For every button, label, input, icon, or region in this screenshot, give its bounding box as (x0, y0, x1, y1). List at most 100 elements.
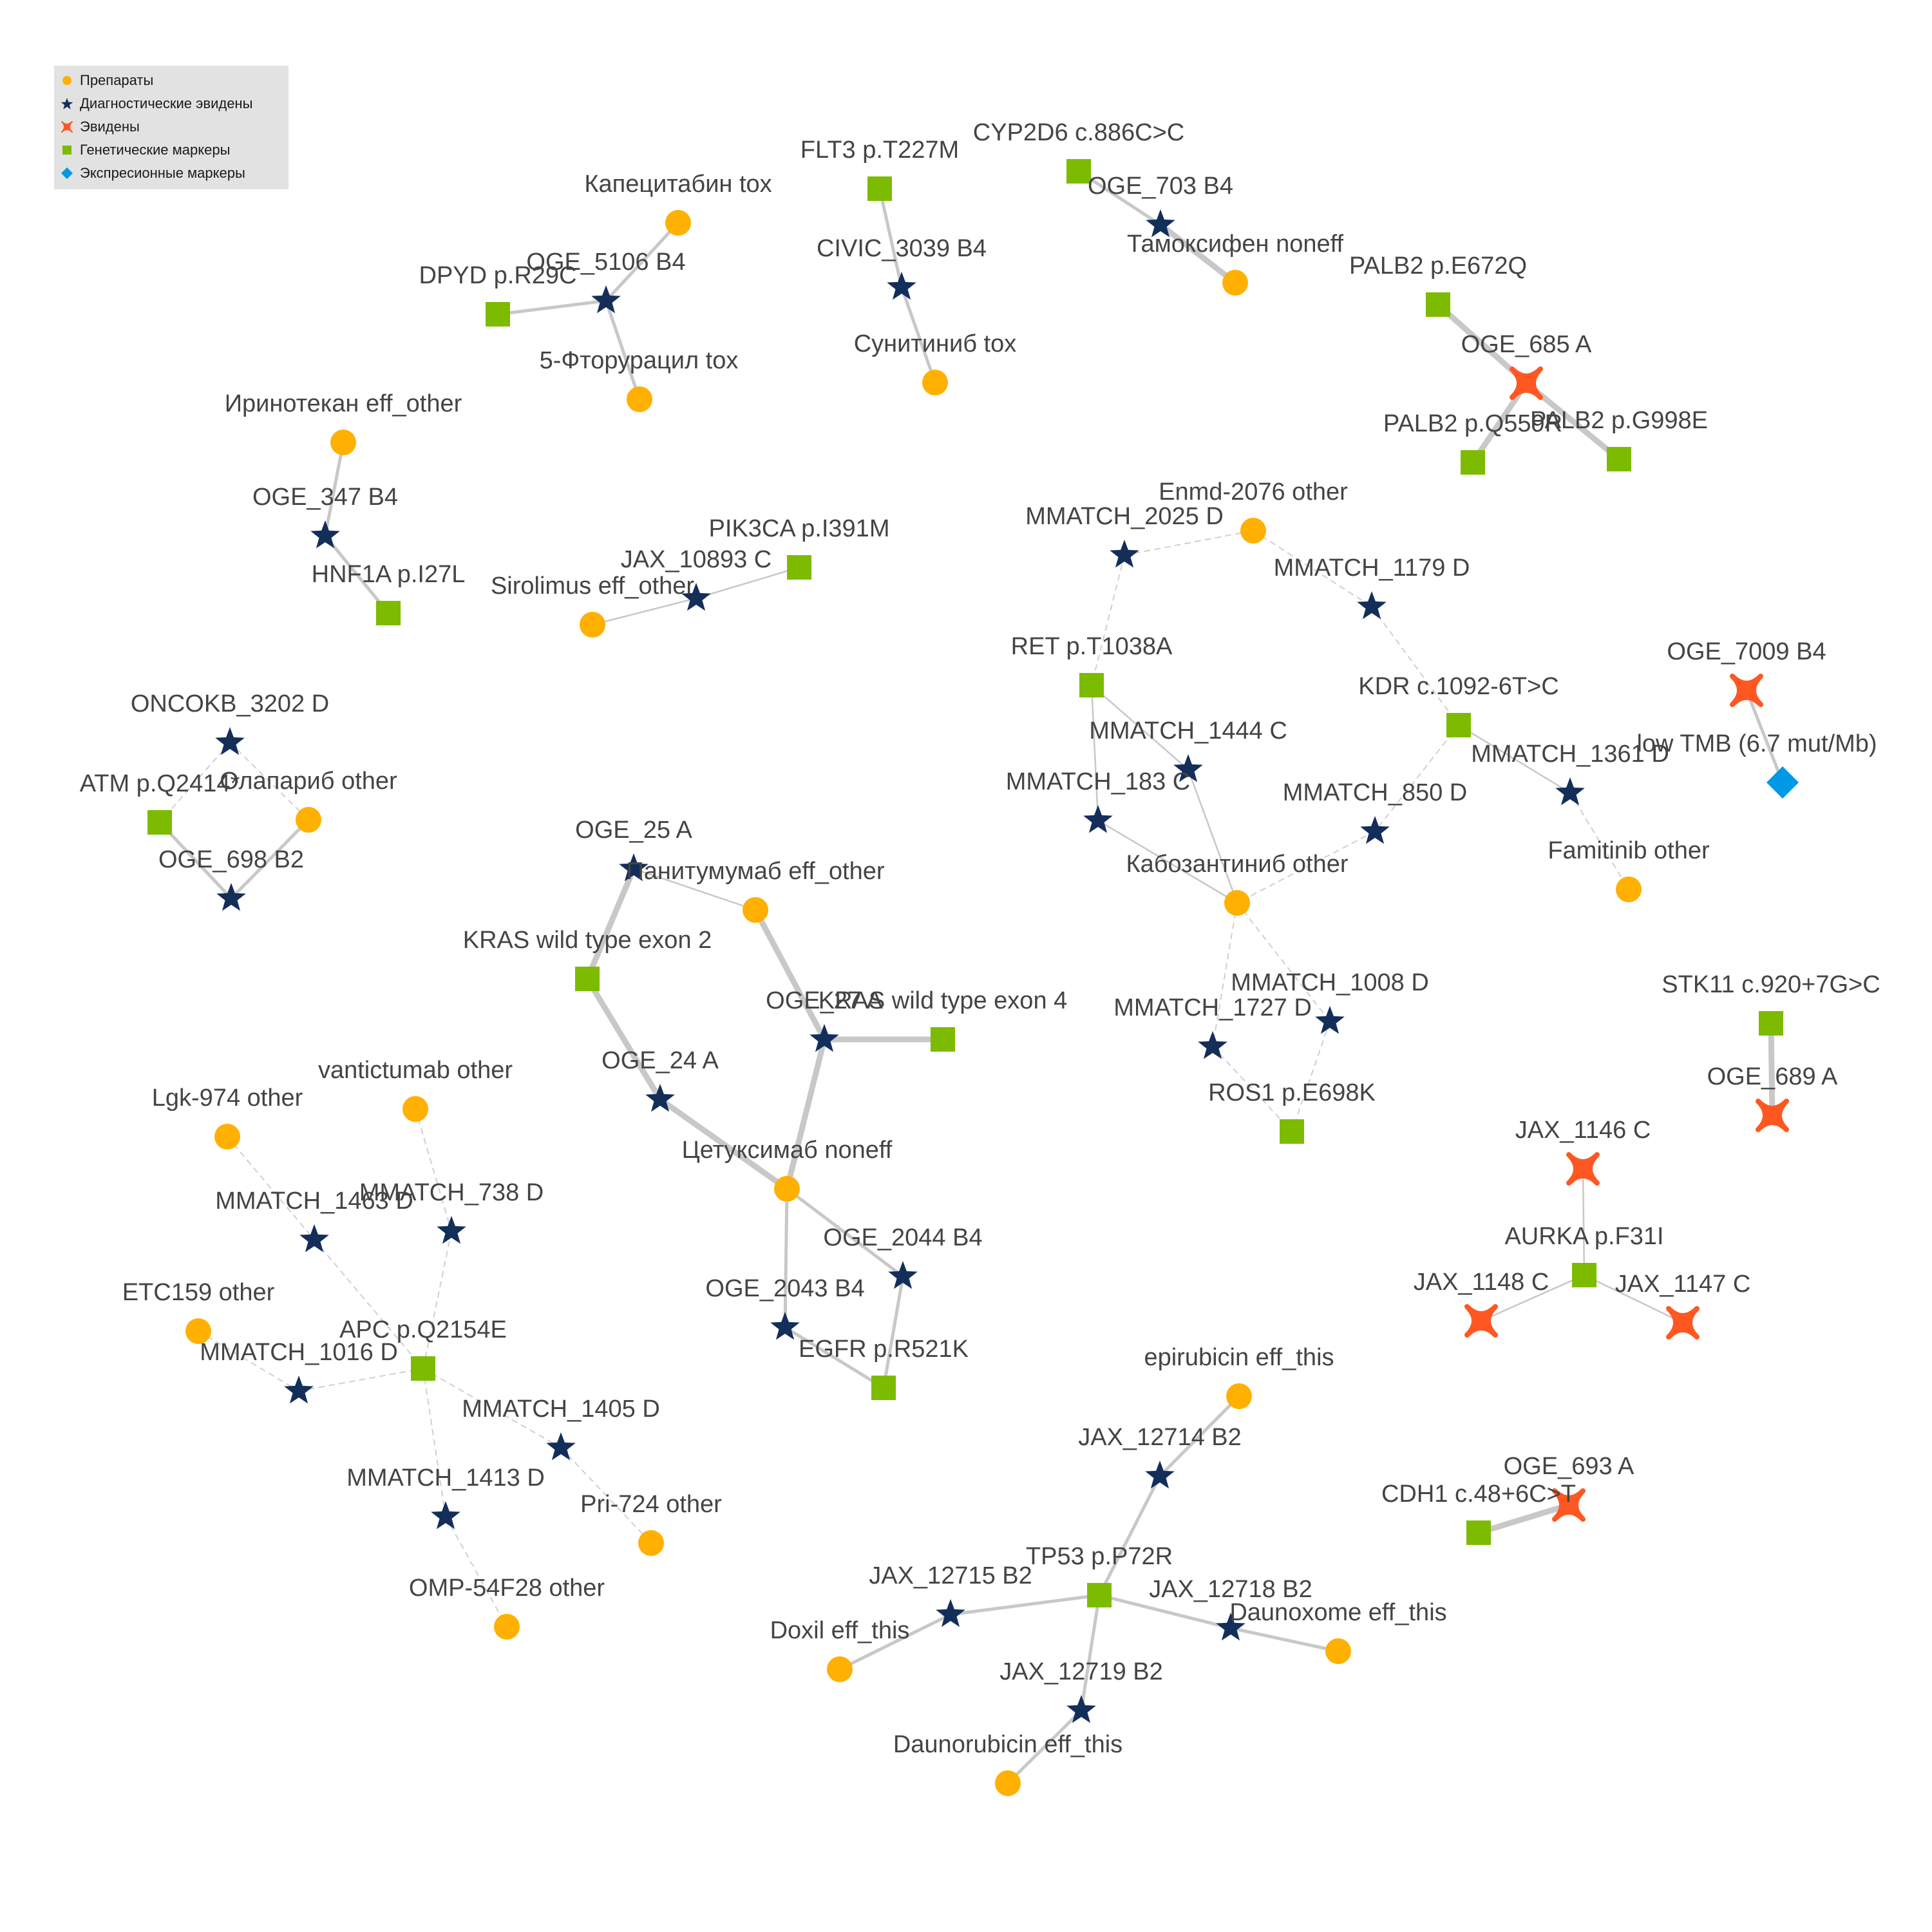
node-mm1405[interactable] (546, 1432, 576, 1461)
node-label: OMP-54F28 other (409, 1575, 605, 1602)
node-enmd[interactable] (1240, 518, 1266, 544)
node-oge703[interactable] (1146, 209, 1175, 238)
node-daunor[interactable] (995, 1770, 1021, 1796)
edge-oge703-tam (1157, 222, 1238, 286)
node-label: ETC159 other (122, 1279, 275, 1306)
node-oge685[interactable] (1510, 366, 1543, 400)
edge-oge24-cetu (657, 1096, 790, 1192)
node-omp[interactable] (494, 1614, 520, 1640)
node-jax10893[interactable] (681, 583, 711, 611)
node-mm183[interactable] (1083, 805, 1113, 833)
node-mm1361[interactable] (1555, 777, 1585, 806)
node-label: MMATCH_1444 C (1089, 717, 1287, 744)
node-label: JAX_10893 C (621, 546, 772, 573)
node-jax1147[interactable] (1666, 1306, 1700, 1340)
node-civic3039[interactable] (887, 272, 916, 300)
node-ret[interactable] (1079, 673, 1104, 697)
node-cabo[interactable] (1224, 890, 1250, 916)
edge-oge2044-egfr (882, 1274, 905, 1390)
node-apc[interactable] (411, 1356, 435, 1381)
node-oge7009[interactable] (1730, 674, 1763, 707)
node-jax12714[interactable] (1145, 1461, 1175, 1489)
node-mm1463[interactable] (299, 1224, 329, 1253)
node-kras2[interactable] (575, 967, 600, 991)
node-mm2025[interactable] (1110, 540, 1139, 568)
node-atm[interactable] (147, 810, 172, 835)
node-label: ATM p.Q2414* (80, 770, 240, 797)
node-jax12715[interactable] (936, 1599, 965, 1627)
node-aurka[interactable] (1572, 1263, 1596, 1287)
node-mm1727[interactable] (1198, 1031, 1227, 1059)
node-fami[interactable] (1616, 876, 1642, 902)
node-mm850[interactable] (1360, 816, 1390, 844)
node-mm738[interactable] (437, 1216, 466, 1244)
node-oge693[interactable] (1552, 1488, 1586, 1522)
node-etc[interactable] (185, 1318, 211, 1344)
node-label: Pri-724 other (580, 1491, 722, 1518)
node-mm1179[interactable] (1357, 591, 1387, 620)
node-mm1008[interactable] (1315, 1006, 1345, 1034)
node-epi[interactable] (1226, 1383, 1252, 1409)
node-doxil[interactable] (827, 1656, 853, 1682)
node-tmb[interactable] (1766, 766, 1799, 799)
node-label: Кабозантиниб other (1126, 851, 1348, 878)
node-dpyd[interactable] (486, 302, 510, 327)
edge-oge698-ola (229, 818, 310, 900)
node-mm1413[interactable] (431, 1501, 460, 1530)
node-flt3[interactable] (867, 176, 892, 201)
node-pani[interactable] (743, 897, 768, 923)
node-vant[interactable] (402, 1096, 428, 1122)
node-label: Lgk-974 other (152, 1084, 303, 1112)
node-ola[interactable] (296, 807, 321, 833)
node-hnf1a[interactable] (376, 601, 401, 625)
node-cap[interactable] (665, 210, 691, 236)
node-fu[interactable] (627, 386, 652, 412)
node-oge698[interactable] (216, 883, 246, 911)
node-siro[interactable] (580, 612, 605, 638)
node-cdh1[interactable] (1466, 1520, 1491, 1545)
node-cyp[interactable] (1066, 159, 1091, 184)
node-palb2q[interactable] (1461, 450, 1485, 475)
node-ros1[interactable] (1280, 1119, 1304, 1144)
node-palb2g[interactable] (1607, 447, 1631, 471)
node-jax1146[interactable] (1566, 1152, 1600, 1186)
node-egfr[interactable] (871, 1376, 896, 1400)
node-oge2043[interactable] (770, 1312, 800, 1340)
node-jax12718[interactable] (1216, 1613, 1245, 1641)
edge-mm850-cabo (1236, 831, 1376, 904)
edge-mm183-cabo (1097, 819, 1238, 904)
node-oncokb[interactable] (215, 727, 245, 755)
node-mm1016[interactable] (284, 1376, 314, 1404)
node-stk11[interactable] (1759, 1011, 1783, 1036)
edge-mm1405-pri (560, 1447, 652, 1544)
legend-label: Генетические маркеры (80, 142, 231, 158)
edge-epi-jax12714 (1158, 1394, 1241, 1478)
node-oge27[interactable] (810, 1024, 839, 1052)
node-oge689[interactable] (1756, 1099, 1789, 1132)
node-dauno[interactable] (1325, 1638, 1351, 1664)
node-label: CIVIC_3039 B4 (817, 235, 987, 262)
edge-ret-mm1444 (1090, 684, 1189, 771)
node-oge25[interactable] (619, 853, 649, 882)
node-jax1148[interactable] (1464, 1304, 1498, 1338)
node-lgk[interactable] (214, 1124, 240, 1150)
node-oge24[interactable] (645, 1084, 675, 1112)
node-pri[interactable] (638, 1530, 664, 1556)
node-cetu[interactable] (774, 1176, 800, 1202)
node-tam[interactable] (1222, 270, 1248, 296)
legend-item-diagnostic-evidence: Диагностические эвидены (61, 93, 252, 115)
node-pik3ca[interactable] (787, 555, 811, 580)
node-tp53[interactable] (1087, 1583, 1112, 1607)
node-kras4[interactable] (931, 1027, 955, 1052)
node-label: MMATCH_1179 D (1274, 554, 1470, 582)
node-jax12719[interactable] (1066, 1695, 1096, 1723)
node-oge347[interactable] (310, 520, 340, 549)
node-oge2044[interactable] (888, 1261, 918, 1289)
node-oge5106[interactable] (591, 285, 621, 314)
node-mm1444[interactable] (1173, 754, 1203, 782)
node-palb2e[interactable] (1426, 292, 1450, 317)
edge-cdh1-oge693 (1475, 1502, 1572, 1536)
node-sun[interactable] (922, 370, 948, 395)
node-kdr[interactable] (1446, 713, 1471, 737)
node-iri[interactable] (330, 430, 356, 455)
